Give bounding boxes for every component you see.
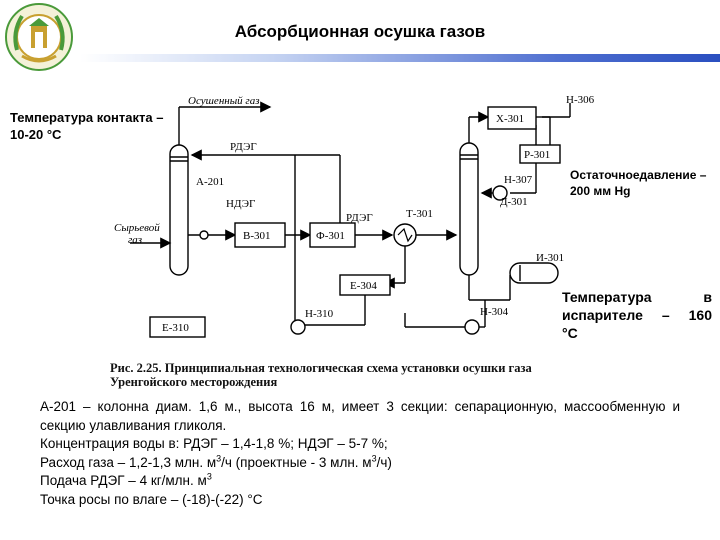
- label-rdeg-top: РДЭГ: [230, 141, 257, 153]
- label-n306: Н-306: [566, 95, 595, 106]
- unit-b301: [234, 222, 286, 248]
- label-raw-gas-2: газ: [128, 234, 142, 246]
- unit-f301: [309, 222, 356, 248]
- residual-pressure-note: Остаточноедавление – 200 мм Hg: [570, 168, 707, 198]
- label-b301: В-301: [243, 230, 271, 242]
- page-title: Абсорбционная осушка газов: [234, 22, 486, 41]
- evaporator-temperature-line1: Температура в испарителе – 160: [562, 289, 712, 324]
- description-line-rdeg-feed: Подача РДЭГ – 4 кг/млн. м3: [40, 471, 212, 488]
- pump-n310: [290, 319, 306, 335]
- evaporator-i301: [509, 262, 559, 284]
- unit-e304: [339, 274, 391, 296]
- label-i301: И-301: [536, 252, 564, 264]
- column-d301: [459, 142, 479, 276]
- label-n304: Н-304: [480, 306, 509, 318]
- label-e304: Е-304: [350, 280, 377, 292]
- label-n310: Н-310: [305, 308, 334, 320]
- description-line-water: Концентрация воды в: РДЭГ – 1,4-1,8 %; Н…: [40, 436, 388, 451]
- description-block: А-201 – колонна диам. 1,6 м., высота 16 …: [40, 398, 680, 509]
- contact-temperature-note: Температура контакта – 10-20 °С: [10, 110, 164, 142]
- pump-n307: [492, 185, 508, 201]
- unit-e310: [149, 316, 206, 338]
- title-underline-bar: [80, 54, 720, 62]
- unit-r301: [519, 144, 561, 164]
- unit-x301: [487, 106, 537, 130]
- label-ndeg: НДЭГ: [226, 198, 255, 210]
- column-a201: [169, 144, 189, 276]
- label-e310: Е-310: [162, 322, 189, 334]
- process-flow-diagram: Осушенный газ Сырьевой газ РДЭГ А-201 НД…: [114, 95, 595, 338]
- label-dried-gas: Осушенный газ: [188, 95, 260, 107]
- label-f301: Ф-301: [316, 230, 345, 242]
- university-logo: [5, 3, 73, 71]
- evaporator-temperature-line2: °С: [562, 325, 578, 342]
- label-x301: Х-301: [496, 113, 524, 125]
- description-line-gas-flow: Расход газа – 1,2-1,3 млн. м3/ч (проектн…: [40, 453, 392, 470]
- label-n307: Н-307: [504, 174, 533, 186]
- heat-exchanger-t301: [393, 223, 417, 247]
- figure-caption: Рис. 2.25. Принципиальная технологическа…: [110, 361, 532, 389]
- pump-n304: [464, 319, 480, 335]
- label-r301: Р-301: [524, 149, 550, 161]
- description-line-dew-point: Точка росы по влаге – (-18)-(-22) °С: [40, 491, 263, 507]
- label-t301: Т-301: [406, 208, 433, 220]
- description-line-column: А-201 – колонна диам. 1,6 м., высота 16 …: [40, 399, 680, 433]
- label-rdeg-bottom: РДЭГ: [346, 212, 373, 224]
- label-raw-gas-1: Сырьевой: [114, 222, 160, 234]
- label-a201: А-201: [196, 176, 224, 188]
- evaporator-temperature-note: Температура в испарителе – 160 °С: [562, 288, 712, 343]
- label-d301: Д-301: [500, 196, 528, 208]
